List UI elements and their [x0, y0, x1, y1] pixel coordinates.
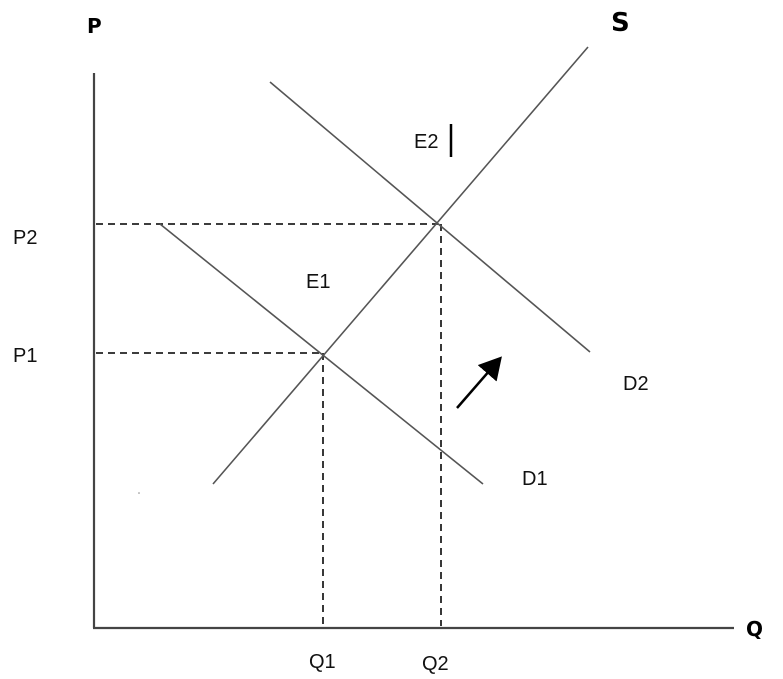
quantity-axis-label: Q	[746, 617, 763, 641]
equilibrium-e2-label: E2	[414, 131, 438, 153]
price-axis-label: P	[87, 14, 102, 38]
price-level-p2-label: P2	[13, 227, 37, 249]
demand-curve-d2	[269, 81, 591, 353]
demand-curve-d1	[159, 223, 484, 485]
quantity-level-q2-label: Q2	[422, 653, 449, 675]
supply-label: S	[611, 8, 630, 38]
stray-dot	[138, 492, 140, 494]
demand-d2-label: D2	[623, 373, 649, 395]
demand-d1-label: D1	[522, 468, 548, 490]
equilibrium-e1-label: E1	[306, 271, 330, 293]
price-level-p1-label: P1	[13, 345, 37, 367]
quantity-level-q1-label: Q1	[309, 651, 336, 673]
supply-curve	[212, 46, 589, 485]
demand-shift-arrow-icon	[456, 356, 502, 409]
